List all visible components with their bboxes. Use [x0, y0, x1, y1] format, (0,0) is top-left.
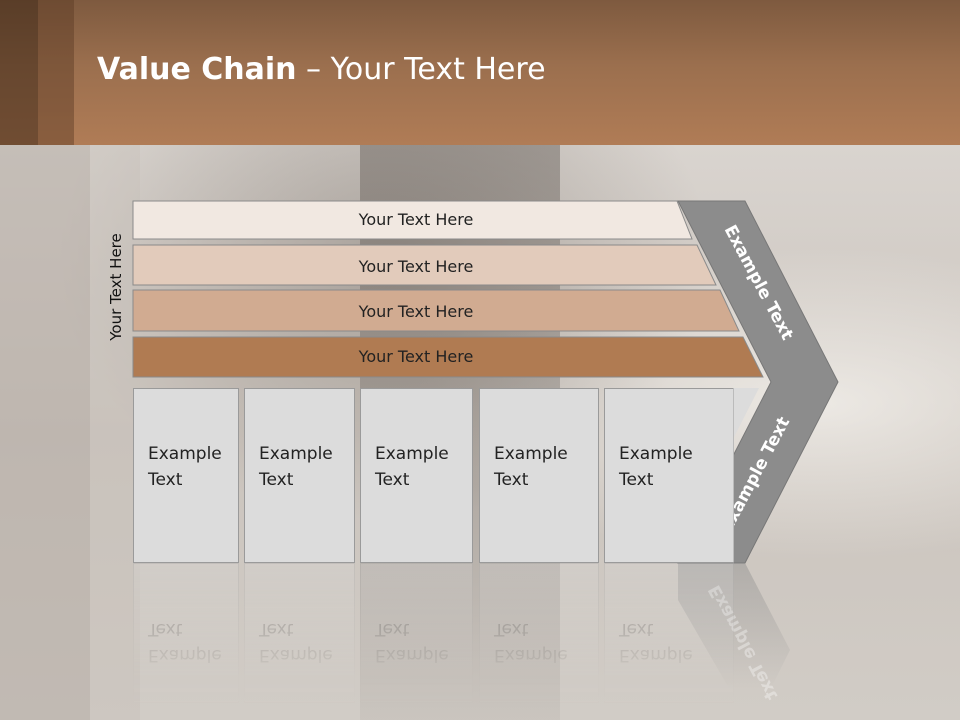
activity-box-3[interactable]: Example Text	[360, 388, 473, 563]
activity-box-3-reflection: Example Text	[360, 563, 473, 703]
header-bar: Value Chain – Your Text Here	[0, 0, 960, 145]
boxes-reflection: Example Text Example Text Example Text E…	[0, 563, 960, 720]
activity-box-5-reflection: Example Text	[604, 563, 734, 703]
activity-box-1-reflection-label: Example Text	[148, 619, 222, 665]
activity-box-4-reflection: Example Text	[479, 563, 599, 703]
activity-box-2-reflection: Example Text	[244, 563, 355, 703]
activity-box-5-label: Example Text	[619, 444, 693, 490]
activity-box-5-reflection-label: Example Text	[619, 619, 693, 665]
bar-1-label: Your Text Here	[358, 210, 474, 229]
activity-box-4[interactable]: Example Text	[479, 388, 599, 563]
activity-box-1-reflection: Example Text	[133, 563, 239, 703]
activity-box-5-edge	[733, 388, 759, 563]
bar-2-label: Your Text Here	[358, 257, 474, 276]
header-accent-band	[38, 0, 74, 145]
bar-group: Your Text Here Your Text Here Your Text …	[132, 200, 764, 378]
title-bold: Value Chain	[97, 52, 297, 87]
bar-4[interactable]	[132, 336, 764, 378]
activity-box-3-reflection-label: Example Text	[375, 619, 449, 665]
bar-3-label: Your Text Here	[358, 302, 474, 321]
activity-box-5[interactable]: Example Text	[604, 388, 734, 563]
chevron-reflection	[678, 563, 790, 690]
title-rest: – Your Text Here	[296, 52, 546, 87]
activity-box-4-reflection-label: Example Text	[494, 619, 568, 665]
activity-box-1[interactable]: Example Text	[133, 388, 239, 563]
activity-box-4-label: Example Text	[494, 444, 568, 490]
background-door	[0, 145, 90, 720]
activity-box-1-label: Example Text	[148, 444, 222, 490]
background-door-frame	[90, 145, 140, 720]
bar-2[interactable]	[132, 244, 717, 286]
slide-title[interactable]: Value Chain – Your Text Here	[97, 52, 546, 87]
header-accent-band	[0, 0, 38, 145]
bar-3[interactable]	[132, 289, 740, 332]
activity-box-2-label: Example Text	[259, 444, 333, 490]
bar-4-label: Your Text Here	[358, 347, 474, 366]
activity-box-3-label: Example Text	[375, 444, 449, 490]
activity-box-2[interactable]: Example Text	[244, 388, 355, 563]
activity-box-2-reflection-label: Example Text	[259, 619, 333, 665]
bar-1[interactable]	[132, 200, 693, 240]
